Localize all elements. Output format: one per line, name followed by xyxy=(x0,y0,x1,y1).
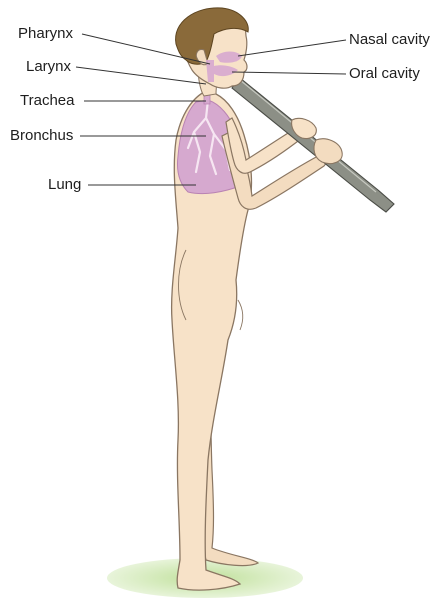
label-trachea: Trachea xyxy=(20,92,74,110)
leader-oral-cavity xyxy=(232,72,346,74)
leader-larynx xyxy=(76,67,206,84)
label-bronchus: Bronchus xyxy=(10,127,73,145)
lower-hand xyxy=(314,139,342,164)
label-lung: Lung xyxy=(48,176,81,194)
reed-instrument-icon xyxy=(232,78,394,212)
leader-nasal-cavity xyxy=(238,40,346,56)
label-nasal-cavity: Nasal cavity xyxy=(349,31,430,49)
label-oral-cavity: Oral cavity xyxy=(349,65,420,83)
label-pharynx: Pharynx xyxy=(18,25,73,43)
groin-contour xyxy=(238,300,243,330)
label-larynx: Larynx xyxy=(26,58,71,76)
